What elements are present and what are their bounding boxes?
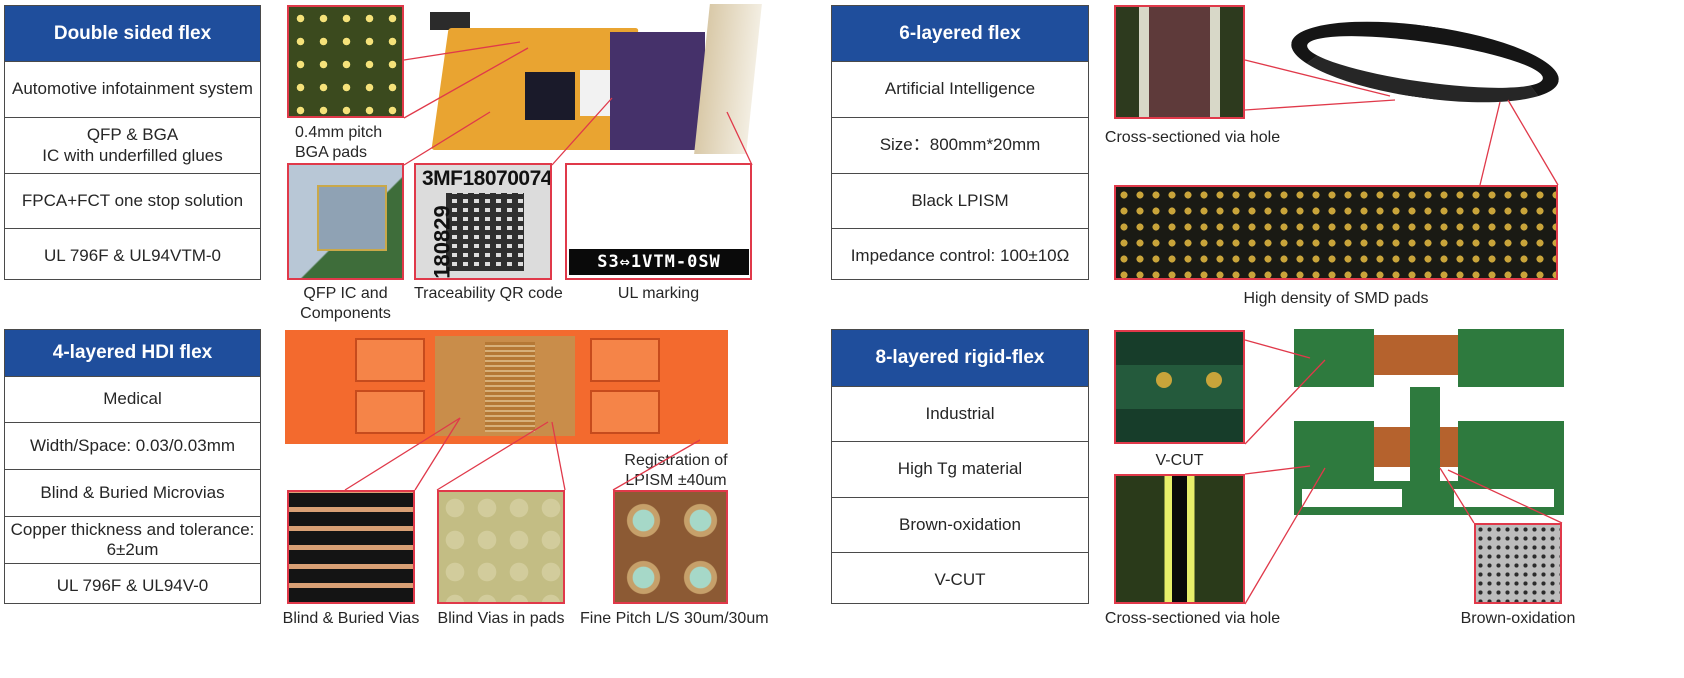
spec-row: UL 796F & UL94VTM-0 — [5, 228, 260, 283]
spec-row: Size：800mm*20mm — [832, 117, 1088, 173]
ul-marking-text: S3⇔1VTM-0SW — [569, 249, 749, 275]
ul-marking-photo: S3⇔1VTM-0SW — [565, 163, 752, 280]
double-sided-flex-product-photo — [430, 4, 762, 162]
brown-oxidation-caption: Brown-oxidation — [1460, 610, 1576, 627]
spec-row: FPCA+FCT one stop solution — [5, 173, 260, 228]
qr-code-photo: 3MF18070074 180829 — [414, 163, 552, 280]
blind-buried-vias-photo — [287, 490, 415, 604]
spec-row: Industrial — [832, 386, 1088, 441]
eight-layer-spec-table: 8-layered rigid-flex Industrial High Tg … — [831, 329, 1089, 604]
spec-row: Medical — [5, 376, 260, 422]
ul-caption: UL marking — [617, 285, 700, 302]
spec-row: Copper thickness and tolerance: 6±2um — [5, 516, 260, 563]
hdi-flex-board-photo — [285, 330, 728, 444]
six-layer-via-caption: Cross-sectioned via hole — [1104, 129, 1281, 146]
bga-pads-photo — [287, 5, 404, 118]
fine-pitch-photo — [613, 490, 728, 604]
spec-row: UL 796F & UL94V-0 — [5, 563, 260, 608]
qr-serial-text: 3MF18070074 — [422, 167, 552, 190]
spec-row: High Tg material — [832, 441, 1088, 497]
double-sided-title: Double sided flex — [5, 6, 260, 61]
smd-caption: High density of SMD pads — [1243, 290, 1429, 307]
spec-row: Brown-oxidation — [832, 497, 1088, 552]
spec-row: Blind & Buried Microvias — [5, 469, 260, 516]
eight-layer-via-photo — [1114, 474, 1245, 604]
four-layer-spec-table: 4-layered HDI flex Medical Width/Space: … — [4, 329, 261, 604]
qr-caption: Traceability QR code — [414, 285, 563, 302]
six-layer-title: 6-layered flex — [832, 6, 1088, 61]
blind-buried-caption: Blind & Buried Vias — [282, 610, 420, 627]
smd-pads-photo — [1114, 185, 1558, 280]
six-layer-spec-table: 6-layered flex Artificial Intelligence S… — [831, 5, 1089, 280]
blind-vias-pads-photo — [437, 490, 565, 604]
spec-row: Automotive infotainment system — [5, 61, 260, 117]
qfp-caption: QFP IC and Components — [300, 285, 391, 322]
vcut-photo — [1114, 330, 1245, 444]
six-layer-via-photo — [1114, 5, 1245, 119]
spec-row: Artificial Intelligence — [832, 61, 1088, 117]
qfp-ic-photo — [287, 163, 404, 280]
spec-row: Black LPISM — [832, 173, 1088, 228]
eight-layer-title: 8-layered rigid-flex — [832, 330, 1088, 386]
vcut-caption: V-CUT — [1155, 452, 1204, 469]
blind-pads-caption: Blind Vias in pads — [437, 610, 565, 627]
fine-pitch-caption: Fine Pitch L/S 30um/30um — [580, 610, 769, 627]
spec-row: QFP & BGA IC with underfilled glues — [5, 117, 260, 173]
spec-row: V-CUT — [832, 552, 1088, 607]
bga-caption: 0.4mm pitch BGA pads — [295, 124, 383, 161]
spec-row: Width/Space: 0.03/0.03mm — [5, 422, 260, 469]
four-layer-title: 4-layered HDI flex — [5, 330, 260, 376]
brown-oxidation-photo — [1474, 523, 1562, 604]
eight-layer-via-caption: Cross-sectioned via hole — [1104, 610, 1281, 627]
double-sided-spec-table: Double sided flex Automotive infotainmen… — [4, 5, 261, 280]
registration-caption: Registration of LPISM ±40um — [624, 452, 728, 489]
rigid-flex-board-photo — [1294, 329, 1564, 515]
qr-code-icon — [446, 193, 524, 271]
spec-row: Impedance control: 100±10Ω — [832, 228, 1088, 283]
